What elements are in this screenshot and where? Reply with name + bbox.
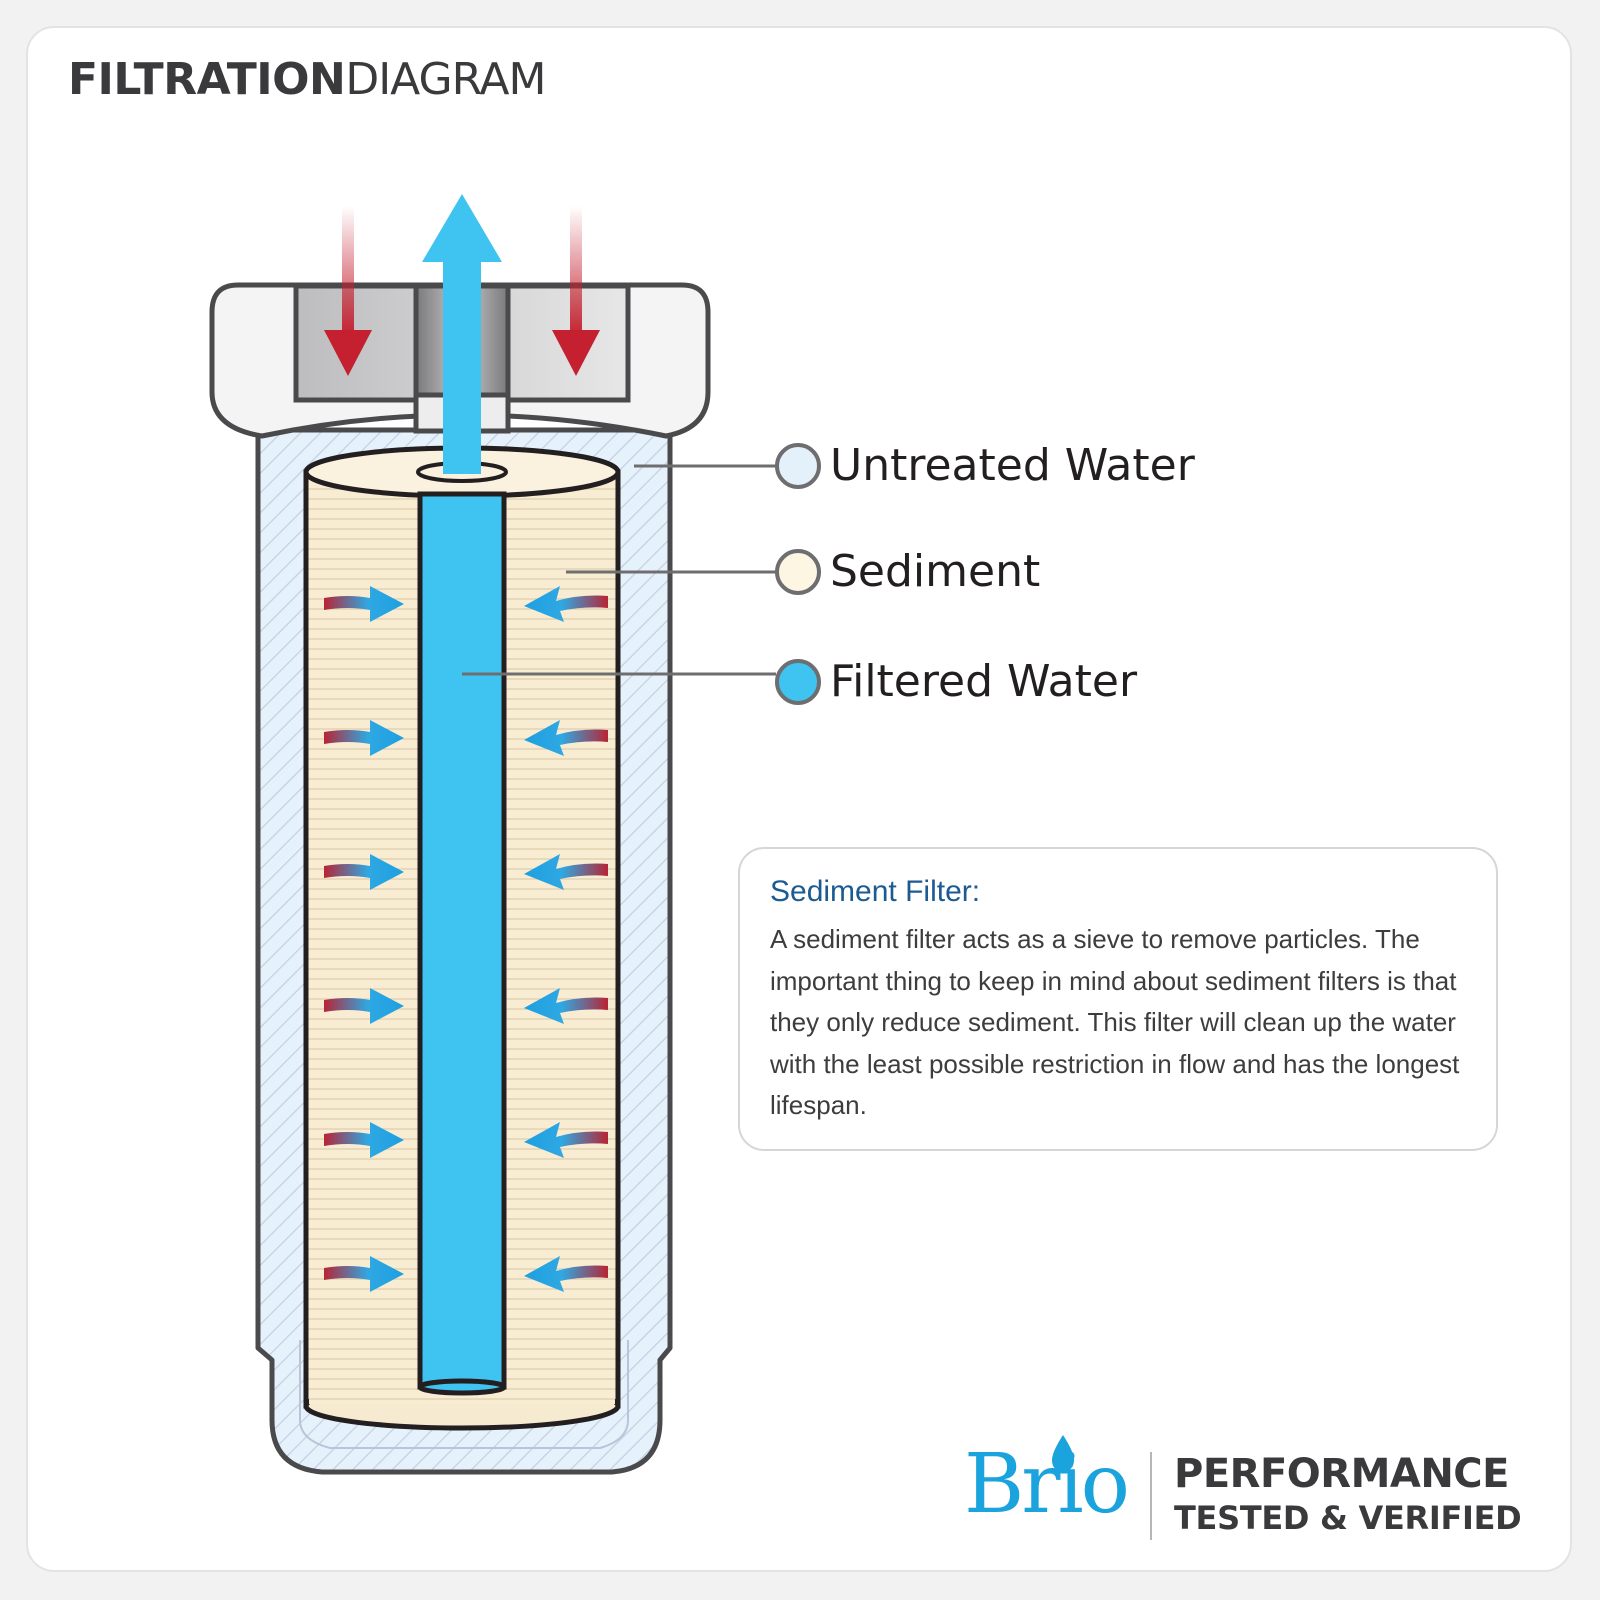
untreated-inlet-arrow-left <box>324 206 372 376</box>
untreated-inlet-arrow-right <box>552 206 600 376</box>
legend-label-sediment: Sediment <box>830 546 1041 597</box>
flow-arrow-right-4 <box>524 988 608 1024</box>
leader-lines <box>462 464 776 676</box>
legend-swatches <box>775 443 821 705</box>
info-box: Sediment Filter: A sediment filter acts … <box>738 847 1498 1151</box>
flow-arrow-right-3 <box>524 854 608 890</box>
flow-arrow-left-6 <box>324 1256 404 1292</box>
page-title: FILTRATIONDIAGRAM <box>68 54 546 105</box>
flow-arrow-left-1 <box>324 586 404 622</box>
legend-swatch-sediment <box>775 549 821 595</box>
brand-droplet-icon <box>1052 1435 1074 1471</box>
flow-arrow-right-2 <box>524 720 608 756</box>
flow-arrows <box>324 586 608 1292</box>
legend-swatch-filtered <box>775 659 821 705</box>
filtered-water-core <box>417 491 507 1396</box>
info-title: Sediment Filter: <box>770 875 981 908</box>
flow-arrow-left-3 <box>324 854 404 890</box>
flow-arrow-right-1 <box>524 586 608 622</box>
flow-arrow-left-4 <box>324 988 404 1024</box>
flow-arrow-left-2 <box>324 720 404 756</box>
legend-label-filtered: Filtered Water <box>830 656 1138 707</box>
legend-swatch-untreated <box>775 443 821 489</box>
title-light: DIAGRAM <box>345 54 546 105</box>
brand-tagline-line1: PERFORMANCE <box>1174 1451 1510 1497</box>
info-body: A sediment filter acts as a sieve to rem… <box>770 924 1460 1120</box>
brand-tagline-line2: TESTED & VERIFIED <box>1174 1499 1522 1537</box>
filtered-outlet-arrow <box>422 194 502 474</box>
flow-arrow-left-5 <box>324 1122 404 1158</box>
title-bold: FILTRATION <box>68 54 346 105</box>
flow-arrow-right-6 <box>524 1256 608 1292</box>
legend-label-untreated: Untreated Water <box>830 440 1195 491</box>
brand-divider <box>1150 1452 1152 1540</box>
brand-block: Brio PERFORMANCE TESTED & VERIFIED <box>964 1428 1524 1548</box>
flow-arrow-right-5 <box>524 1122 608 1158</box>
brand-logo: Brio <box>964 1437 1130 1532</box>
